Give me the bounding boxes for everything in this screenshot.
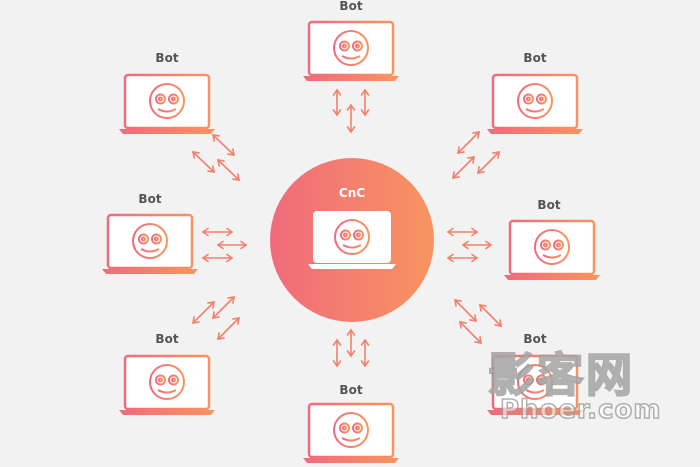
bot-label: Bot — [523, 51, 546, 65]
double-arrow-icon — [459, 321, 482, 344]
double-arrow-icon — [192, 301, 215, 324]
bot-bottom-left: Bot — [117, 332, 217, 417]
double-arrow-icon — [201, 253, 234, 263]
double-arrow-icon — [360, 88, 370, 117]
double-arrow-icon — [360, 338, 370, 368]
watermark-chinese: 影客网 — [487, 348, 635, 402]
bot-label: Bot — [339, 0, 362, 13]
watermark-domain: Phoer.com — [499, 395, 662, 425]
bot-left: Bot — [100, 192, 200, 276]
bot-label: Bot — [523, 332, 546, 346]
bot-top-right: Bot — [485, 51, 585, 136]
bot-label: Bot — [155, 332, 178, 346]
double-arrow-icon — [216, 159, 241, 181]
double-arrow-icon — [452, 156, 475, 179]
bot-bottom: Bot — [301, 383, 401, 465]
bot-label: Bot — [155, 51, 178, 65]
bot-label: Bot — [138, 192, 161, 206]
double-arrow-icon — [212, 296, 235, 319]
double-arrow-icon — [457, 131, 480, 154]
bot-top: Bot — [301, 0, 401, 83]
double-arrow-icon — [446, 253, 479, 263]
double-arrow-icon — [461, 240, 493, 250]
double-arrow-icon — [332, 338, 342, 368]
double-arrow-icon — [479, 304, 502, 327]
double-arrow-icon — [216, 240, 248, 250]
bot-top-left: Bot — [117, 51, 217, 136]
double-arrow-icon — [477, 151, 500, 174]
bot-label: Bot — [537, 198, 560, 212]
double-arrow-icon — [454, 299, 477, 322]
cnc-label: CnC — [339, 186, 365, 200]
bot-right: Bot — [502, 198, 602, 282]
double-arrow-icon — [201, 227, 234, 237]
bot-bottom-right: Bot — [485, 332, 585, 417]
double-arrow-icon — [217, 317, 240, 340]
cnc-laptop — [308, 211, 396, 269]
double-arrow-icon — [211, 134, 236, 156]
bot-label: Bot — [339, 383, 362, 397]
cnc-server-node: CnC — [270, 158, 434, 322]
double-arrow-icon — [191, 151, 216, 173]
double-arrow-icon — [332, 88, 342, 117]
connection-arrows — [191, 88, 502, 368]
double-arrow-icon — [346, 328, 356, 358]
double-arrow-icon — [446, 227, 479, 237]
double-arrow-icon — [346, 103, 356, 134]
